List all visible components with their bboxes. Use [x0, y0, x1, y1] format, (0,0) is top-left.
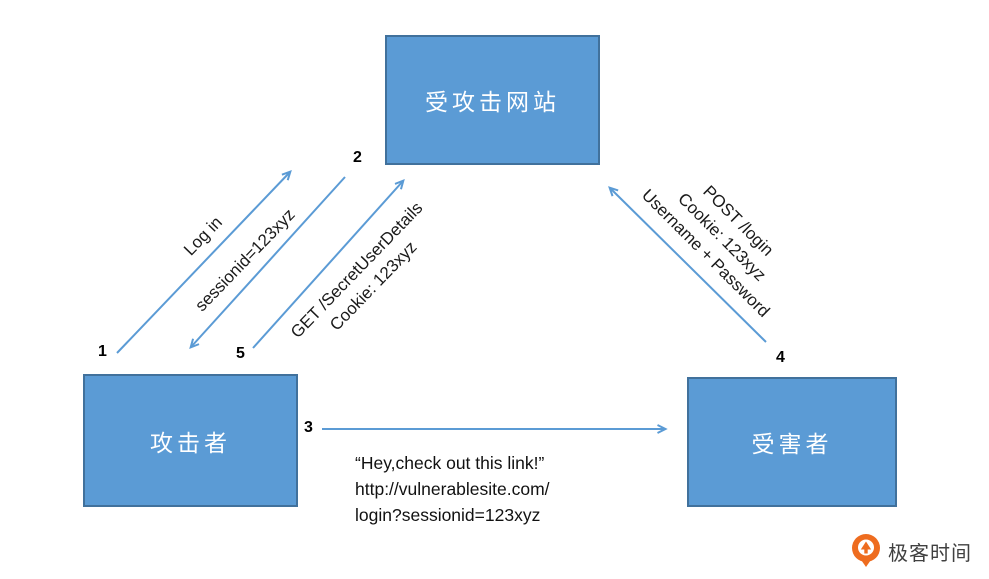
step3-message-line3: login?sessionid=123xyz: [355, 505, 541, 525]
arrow-step4-post-login: [608, 186, 767, 343]
node-attacker-label: 攻击者: [150, 429, 231, 456]
step3-message: “Hey,check out this link!” http://vulner…: [355, 450, 550, 528]
arrow-step2-sessionid: [189, 176, 346, 350]
step3-number: 3: [304, 419, 313, 436]
node-attacked-website: 受攻击网站: [385, 35, 600, 165]
step2-number: 2: [353, 149, 362, 166]
step1-number: 1: [98, 343, 107, 360]
geektime-logo: 极客时间: [849, 531, 972, 571]
step3-message-line1: “Hey,check out this link!”: [355, 453, 545, 473]
arrow-step1-login: [116, 170, 292, 354]
node-victim: 受害者: [687, 377, 897, 507]
geektime-logo-text: 极客时间: [888, 542, 972, 565]
step4-number: 4: [776, 349, 785, 366]
node-attacker: 攻击者: [83, 374, 298, 507]
node-attacked-website-label: 受攻击网站: [425, 89, 560, 115]
step5-number: 5: [236, 345, 245, 362]
step3-message-line2: http://vulnerablesite.com/: [355, 479, 550, 499]
geektime-logo-icon: [852, 534, 880, 567]
arrow-step5-get-secret: [252, 178, 405, 349]
node-victim-label: 受害者: [751, 431, 833, 457]
